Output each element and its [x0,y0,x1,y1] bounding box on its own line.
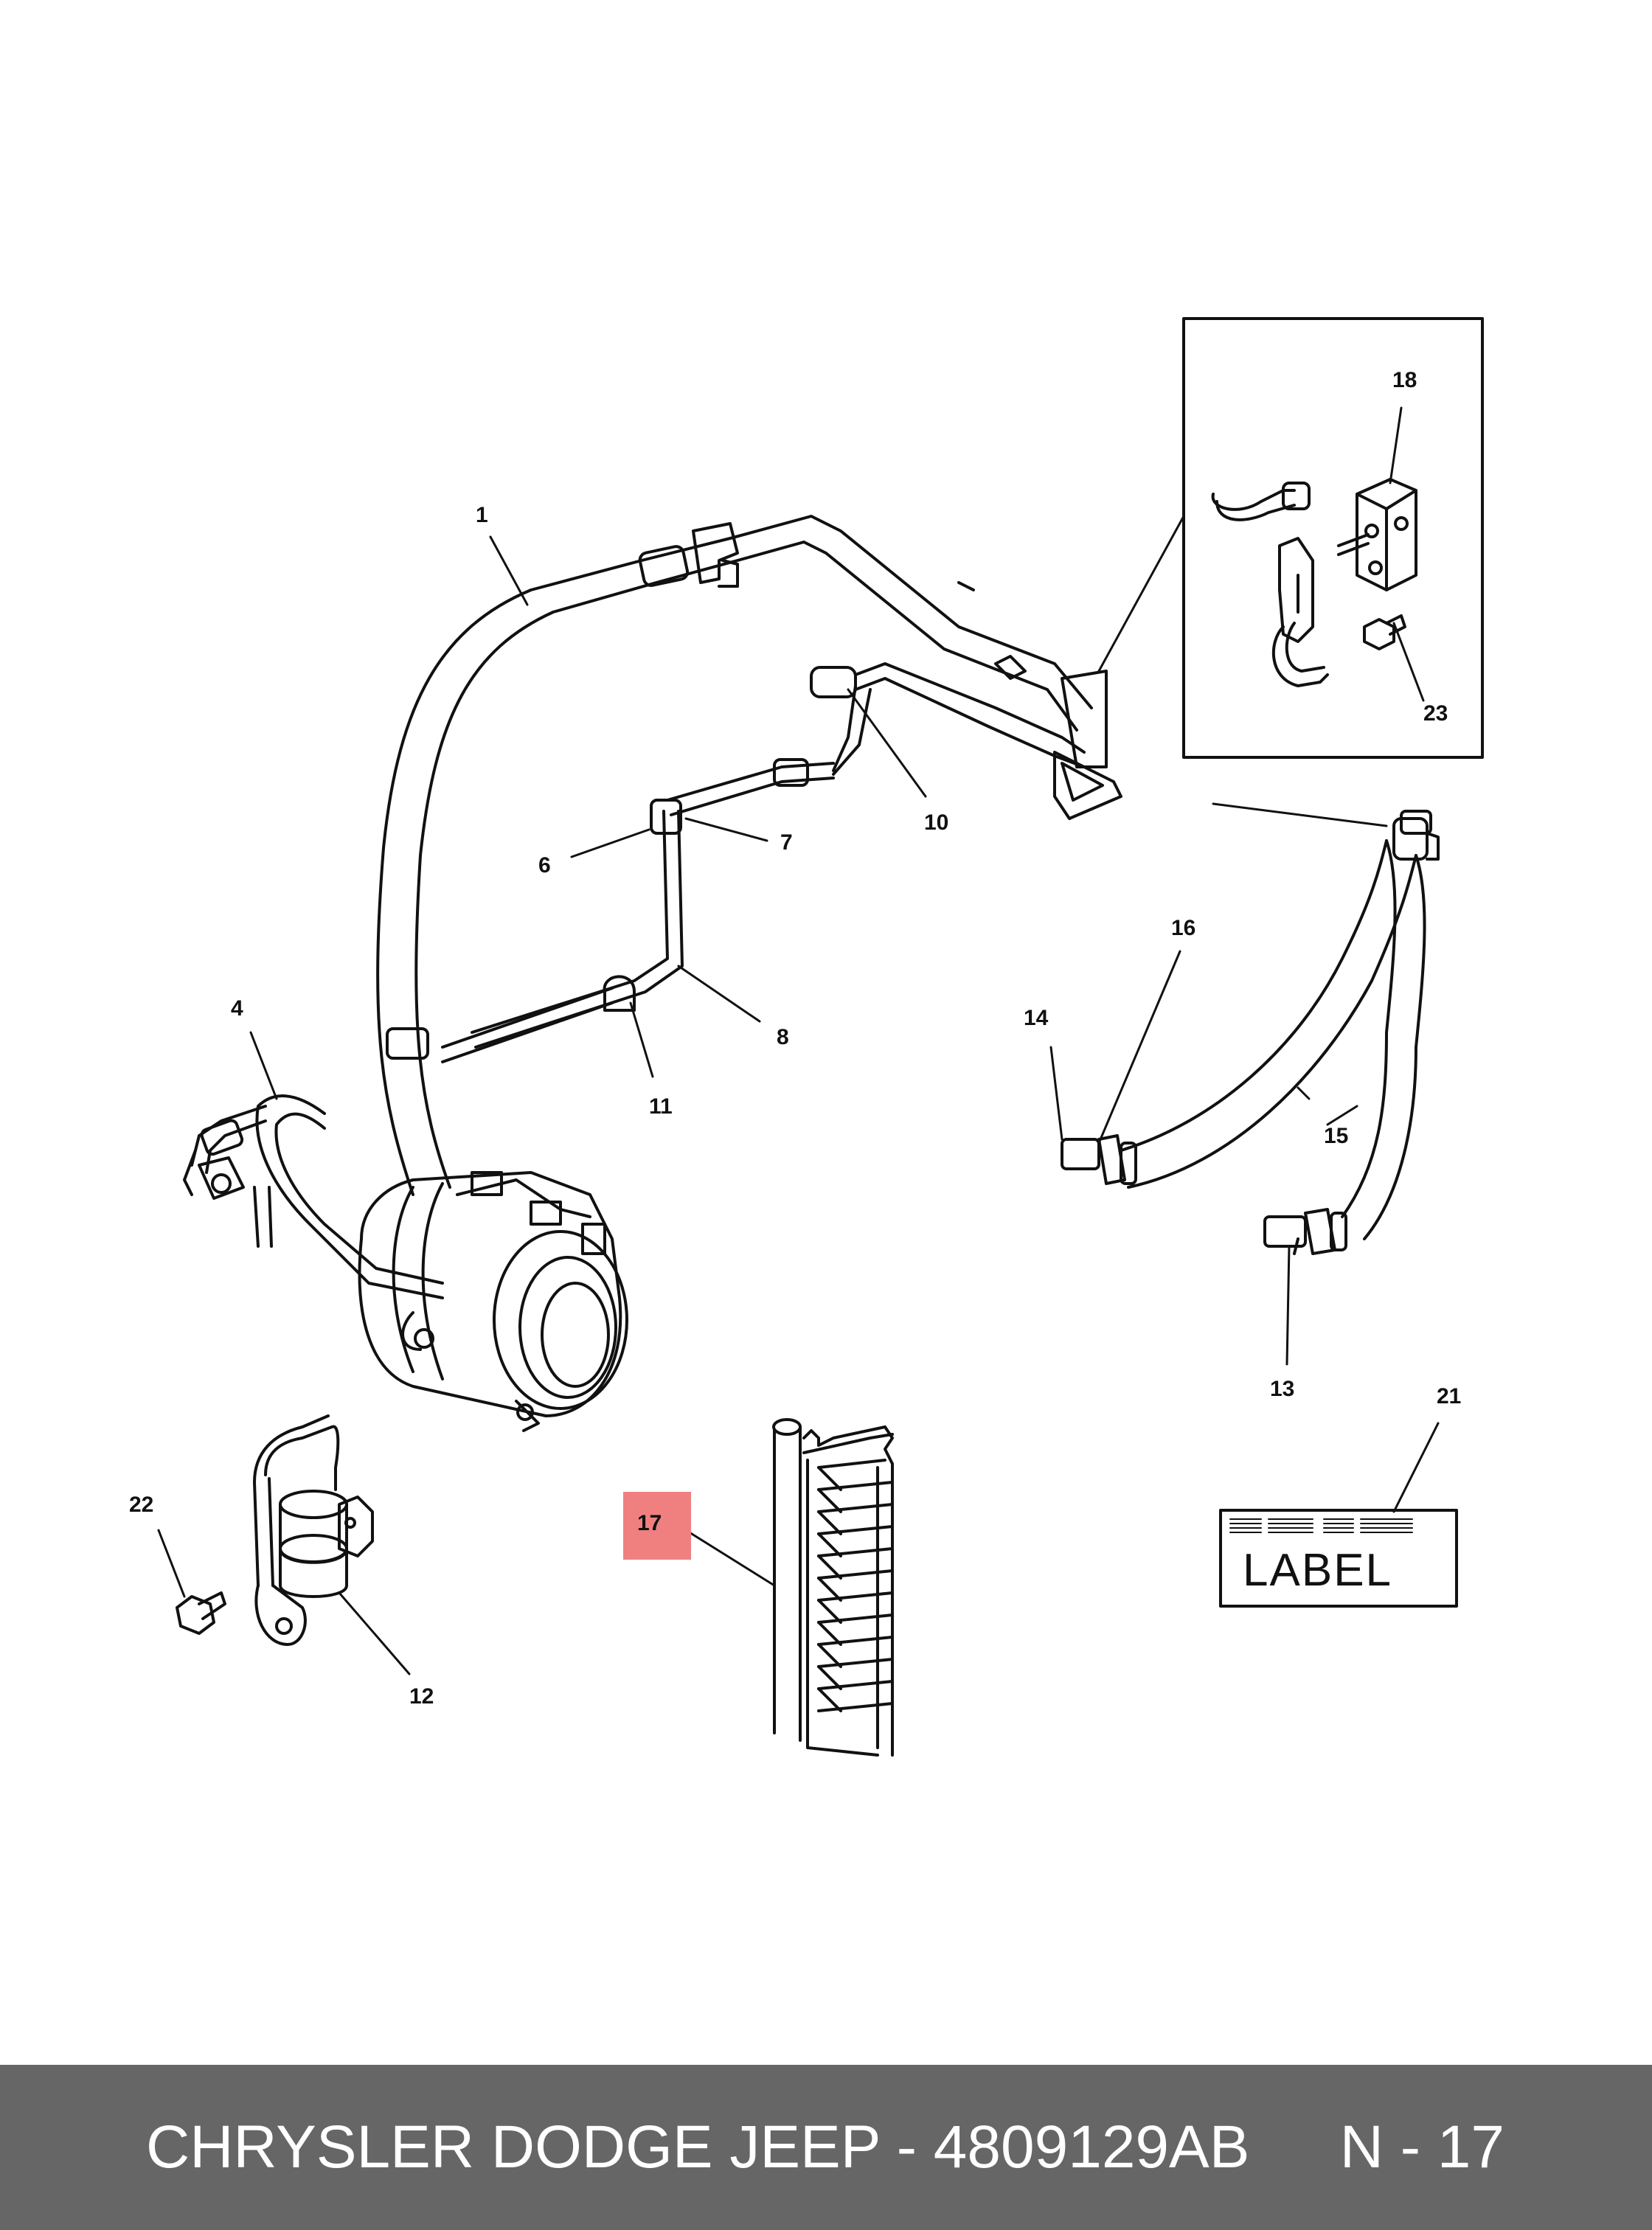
footer-position-ref: N - 17 [1339,2113,1504,2181]
label-plate-text: LABEL [1243,1545,1392,1596]
discharge-hose-15 [1061,810,1440,1255]
parts-diagram: 1 4 6 7 8 10 11 12 13 14 15 16 17 18 21 … [129,317,1484,1757]
bolt-22 [176,1591,226,1635]
callout-23: 23 [1423,701,1448,726]
callout-4: 4 [231,996,243,1021]
ac-compressor [358,1171,628,1432]
callout-21: 21 [1437,1384,1461,1408]
detail-inset-box [1182,317,1484,759]
callout-15: 15 [1324,1124,1348,1148]
footer-bar: CHRYSLER DODGE JEEP - 4809129AB N - 17 [0,2065,1652,2230]
receiver-drier-12 [253,1414,374,1646]
callout-10: 10 [924,810,948,835]
callout-6: 6 [538,853,551,878]
callout-8: 8 [777,1025,789,1049]
callout-18: 18 [1392,368,1417,392]
block-fitting [957,581,1122,820]
callout-11: 11 [649,1094,673,1119]
callout-16: 16 [1171,916,1195,940]
label-pattern [1229,1518,1413,1533]
detail-parts [1211,478,1417,687]
condenser-17 [772,1418,894,1757]
callout-1: 1 [476,503,488,527]
callout-17: 17 [637,1511,662,1535]
callout-14: 14 [1024,1006,1049,1030]
callout-7: 7 [780,830,793,855]
label-plate-21 [1219,1509,1458,1608]
callout-labels: 1 4 6 7 8 10 11 12 13 14 15 16 17 18 21 … [129,368,1461,1709]
leader-lines [157,406,1440,1675]
highlight-17 [623,1492,691,1560]
callout-13: 13 [1270,1377,1294,1401]
callout-22: 22 [129,1493,153,1517]
liquid-line-8 [471,662,1086,1049]
suction-hose-1 [376,515,1093,1196]
footer-part-title: CHRYSLER DODGE JEEP - 4809129AB [146,2113,1250,2181]
callout-12: 12 [409,1684,434,1709]
